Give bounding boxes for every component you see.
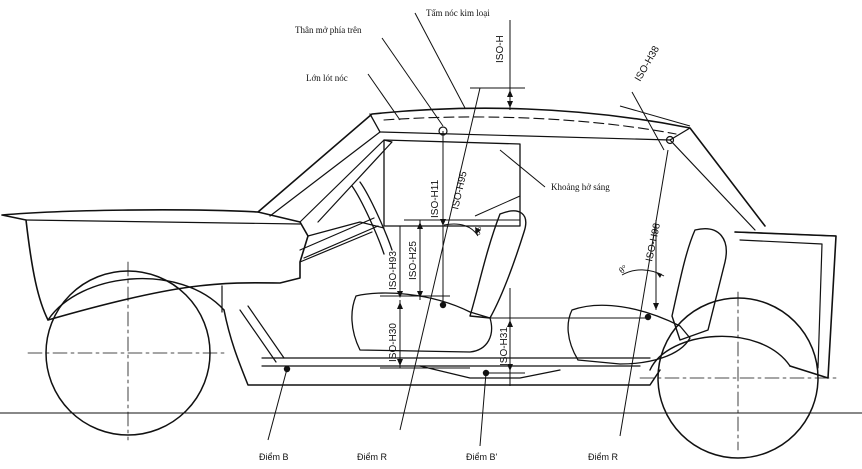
rear-angle-label: θ° bbox=[617, 263, 630, 276]
iso-h38-label: ISO-H38 bbox=[633, 44, 662, 84]
steering-wheel bbox=[299, 181, 393, 259]
roof-lining-line bbox=[383, 116, 677, 135]
headroom-label: Khoảng hở sáng bbox=[551, 182, 610, 192]
iso-h93-label: ISO-H93 bbox=[388, 251, 399, 290]
iso-h11-label: ISO-H11 bbox=[430, 179, 441, 218]
body-sill bbox=[223, 309, 661, 386]
car-body bbox=[1, 107, 837, 386]
point-r-rear-label: Điểm R bbox=[588, 452, 619, 462]
iso-h25-label: ISO-H25 bbox=[408, 241, 419, 280]
front-wheel-arch bbox=[47, 277, 225, 321]
iso-h98-label: ISO-H98 bbox=[644, 222, 663, 263]
rear-wheel bbox=[639, 291, 841, 459]
point-b-label: Điểm B bbox=[259, 452, 289, 462]
dashboard bbox=[299, 221, 385, 263]
rear-seat bbox=[567, 228, 727, 365]
roof-panel-label: Tấm nóc kim loại bbox=[426, 8, 490, 18]
rear-roof-marker bbox=[665, 135, 675, 145]
point-r-front-label: Điểm R bbox=[357, 452, 388, 462]
dimension-lines bbox=[267, 12, 691, 447]
iso-h30-label: ISO-H30 bbox=[388, 323, 399, 362]
side-window bbox=[383, 139, 521, 227]
roof-line bbox=[257, 107, 766, 227]
front-wheel bbox=[27, 261, 229, 441]
iso-h-label: ISO-H bbox=[495, 35, 506, 63]
iso-h31-label: ISO-H31 bbox=[499, 327, 510, 366]
point-b-prime-label: Điểm B' bbox=[466, 452, 498, 462]
rear-wheel-arch bbox=[649, 335, 791, 371]
roof-lining-label: Lớn lót nóc bbox=[306, 73, 348, 83]
front-hood bbox=[1, 209, 309, 321]
arrowheads bbox=[397, 90, 662, 371]
iso-h95-label: ISO-H95 bbox=[450, 170, 470, 211]
rear-trunk bbox=[734, 231, 837, 379]
upper-frame-label: Thân mở phía trên bbox=[295, 25, 362, 35]
point-r-rear-marker bbox=[644, 313, 652, 321]
